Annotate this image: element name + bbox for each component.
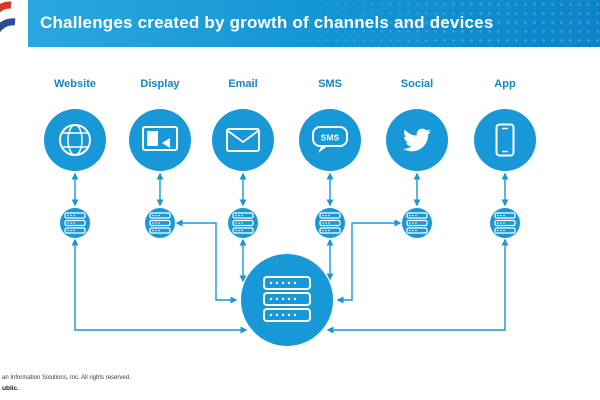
channel-label-sms: SMS: [318, 78, 342, 90]
footer-classification: ublic.: [2, 384, 19, 392]
social-circle: [386, 109, 448, 171]
envelope-icon: [226, 128, 260, 152]
sms-bubble-icon: SMS: [312, 126, 348, 153]
twitter-bird-icon: [402, 128, 431, 152]
logo-fragment: [0, 0, 28, 47]
app-server-node: [490, 208, 520, 238]
email-circle: [212, 109, 274, 171]
server-icon: [149, 212, 171, 234]
monitor-icon: [142, 126, 178, 151]
display-server-node: [145, 208, 175, 238]
channel-label-website: Website: [54, 78, 96, 90]
server-icon: [232, 212, 254, 234]
globe-icon: [59, 124, 91, 156]
central-hub-circle: [241, 254, 333, 346]
logo-arcs-icon: [0, 1, 16, 33]
sms-server-node: [315, 208, 345, 238]
smartphone-icon: [495, 123, 515, 157]
sms-bubble-text: SMS: [321, 133, 340, 143]
server-icon: [319, 212, 341, 234]
website-server-node: [60, 208, 90, 238]
slide-title: Challenges created by growth of channels…: [40, 13, 494, 32]
header-dot-pattern: [260, 0, 600, 47]
channel-label-display: Display: [140, 78, 180, 90]
sms-circle: SMS: [299, 109, 361, 171]
connector-display-hub: [175, 219, 238, 304]
email-server-node: [228, 208, 258, 238]
server-icon: [494, 212, 516, 234]
server-icon: [406, 212, 428, 234]
connector-app-hub: [326, 238, 509, 334]
channel-label-social: Social: [400, 78, 434, 90]
channel-label-email: Email: [228, 78, 258, 90]
footer-copyright: an Information Solutions, Inc. All right…: [2, 374, 131, 381]
header-bar: Challenges created by growth of channels…: [28, 0, 600, 47]
server-icon: [64, 212, 86, 234]
website-circle: [44, 109, 106, 171]
connector-website-hub: [71, 238, 248, 334]
app-circle: [474, 109, 536, 171]
channel-label-app: App: [494, 78, 516, 90]
connector-social-hub: [336, 219, 402, 304]
social-server-node: [402, 208, 432, 238]
display-circle: [129, 109, 191, 171]
server-stack-icon: [263, 276, 311, 322]
footer: an Information Solutions, Inc. All right…: [2, 373, 131, 394]
